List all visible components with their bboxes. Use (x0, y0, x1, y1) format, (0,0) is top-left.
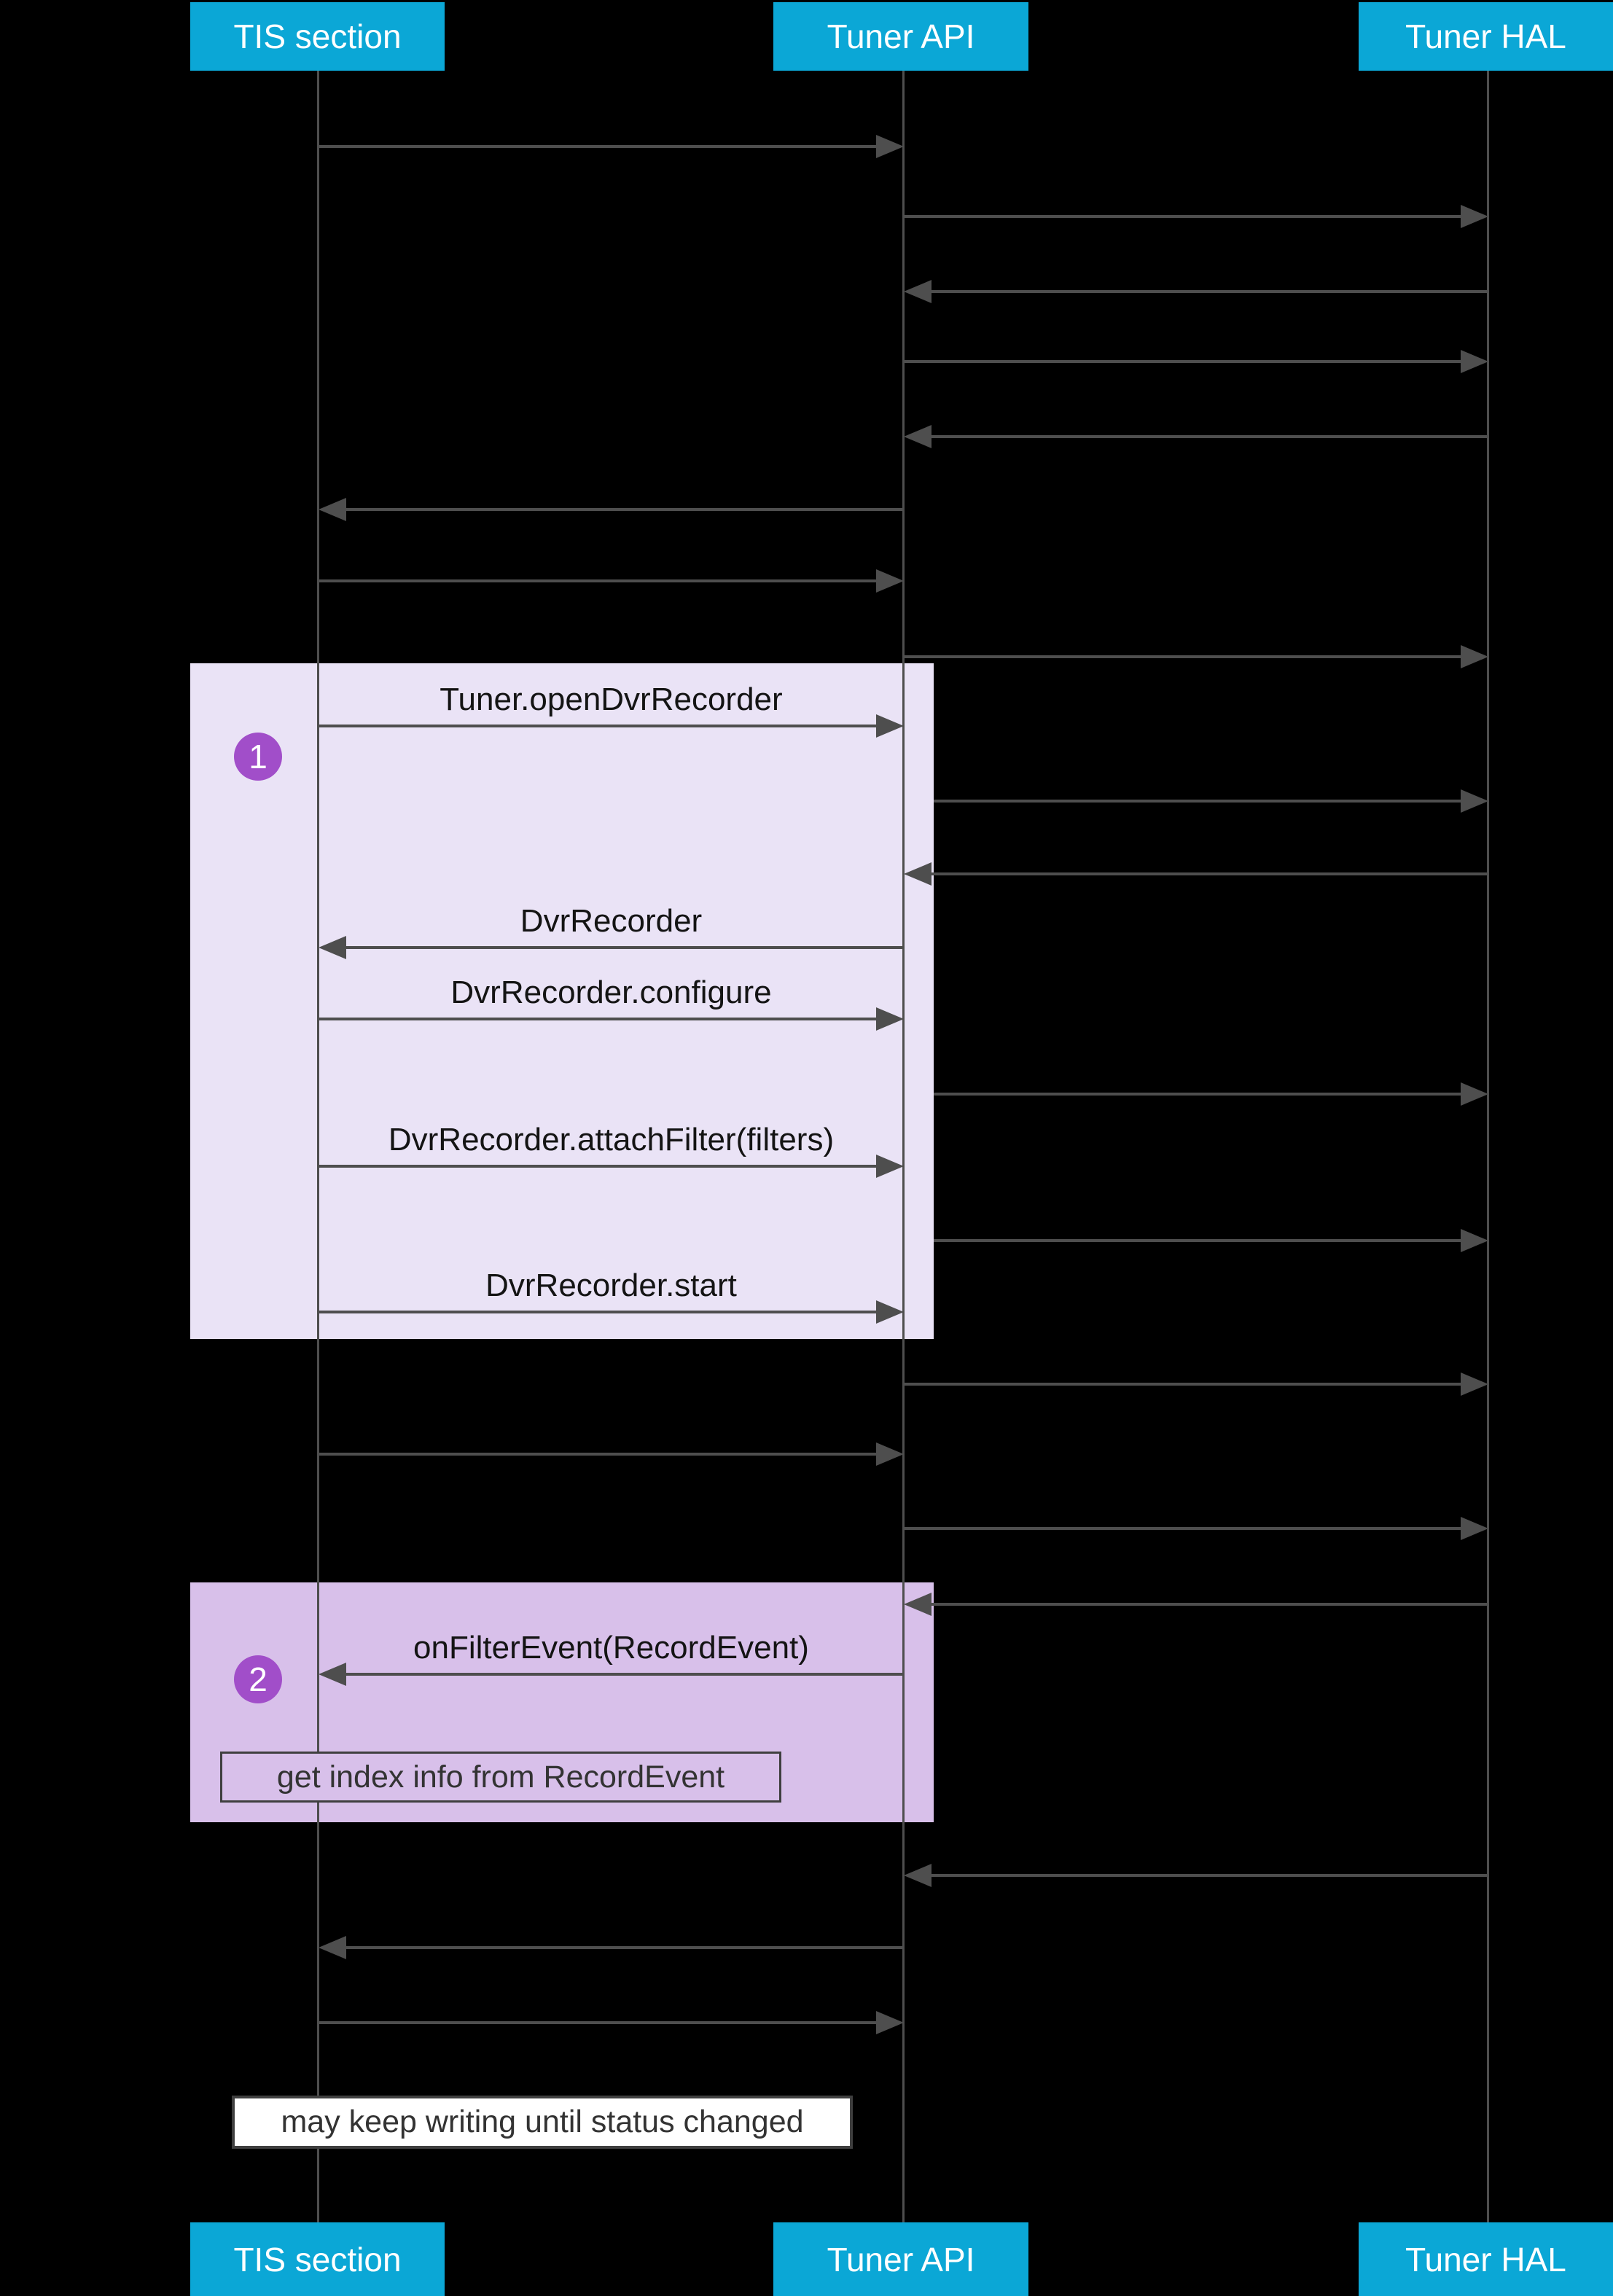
message-arrow-line (911, 1603, 1488, 1606)
message-label: Tuner.openDvrRecorder (440, 682, 783, 717)
message-arrowhead-right (876, 1300, 904, 1324)
message-arrow-line (911, 290, 1488, 293)
message-arrowhead-left (319, 1936, 346, 1959)
message-arrow-line (904, 215, 1481, 218)
message-arrowhead-right (876, 2011, 904, 2034)
message-arrow-line (904, 800, 1481, 803)
message-arrowhead-right (876, 135, 904, 158)
message-label: DvrRecorder.attachFilter(filters) (388, 1122, 835, 1157)
message-arrowhead-left (904, 425, 932, 448)
actor-header-tis-section: TIS section (190, 2, 445, 71)
message-label: DvrRecorder.configure (450, 975, 772, 1010)
lifeline-tuner-hal (1487, 71, 1489, 2222)
message-arrow-line (904, 1383, 1481, 1386)
message-arrowhead-left (904, 1593, 932, 1616)
message-arrow-line (904, 1093, 1481, 1096)
message-arrowhead-right (1461, 350, 1488, 373)
message-label: DvrRecorder.start (485, 1268, 737, 1303)
message-arrow-line (904, 1239, 1481, 1242)
lifeline-tis-section (317, 71, 319, 2222)
actor-header-tuner-api: Tuner API (773, 2, 1028, 71)
step-region-1 (190, 663, 934, 1339)
message-arrow-line (904, 655, 1481, 658)
note-get-index-info: get index info from RecordEvent (220, 1752, 781, 1803)
message-arrowhead-right (876, 714, 904, 738)
actor-footer-tuner-api: Tuner API (773, 2222, 1028, 2296)
message-arrowhead-right (876, 569, 904, 593)
message-arrowhead-right (876, 1155, 904, 1178)
message-arrowhead-left (904, 1864, 932, 1887)
note-may-keep-writing: may keep writing until status changed (232, 2096, 853, 2149)
message-arrowhead-right (1461, 1082, 1488, 1106)
message-arrow-line (911, 872, 1488, 875)
actor-footer-tuner-hal: Tuner HAL (1359, 2222, 1613, 2296)
message-arrowhead-right (876, 1007, 904, 1031)
message-arrowhead-left (319, 498, 346, 521)
message-label: DvrRecorder (520, 903, 703, 939)
message-arrowhead-right (1461, 645, 1488, 668)
message-arrow-line (904, 1527, 1481, 1530)
message-arrowhead-left (319, 936, 346, 959)
message-arrow-line (319, 145, 897, 148)
message-arrowhead-left (904, 280, 932, 303)
message-arrow-line (319, 579, 897, 582)
message-arrow-line (319, 2021, 897, 2024)
message-arrow-line (326, 508, 904, 511)
message-arrow-line (319, 1165, 897, 1168)
message-arrowhead-left (319, 1663, 346, 1686)
message-arrow-line (319, 1453, 897, 1456)
message-arrowhead-right (1461, 1372, 1488, 1396)
message-arrowhead-right (1461, 205, 1488, 228)
lifeline-tuner-api (902, 71, 905, 2222)
message-arrow-line (319, 1311, 897, 1313)
message-arrow-line (911, 1874, 1488, 1877)
message-label: onFilterEvent(RecordEvent) (413, 1630, 809, 1666)
message-arrow-line (326, 1673, 904, 1676)
message-arrow-line (911, 435, 1488, 438)
actor-footer-tis-section: TIS section (190, 2222, 445, 2296)
message-arrowhead-right (1461, 1517, 1488, 1540)
step-badge-2: 2 (234, 1655, 282, 1703)
message-arrowhead-left (904, 862, 932, 886)
message-arrowhead-right (876, 1442, 904, 1466)
message-arrow-line (319, 1018, 897, 1020)
message-arrow-line (319, 725, 897, 727)
message-arrowhead-right (1461, 789, 1488, 813)
message-arrow-line (904, 360, 1481, 363)
actor-header-tuner-hal: Tuner HAL (1359, 2, 1613, 71)
message-arrow-line (326, 1946, 904, 1949)
message-arrow-line (326, 946, 904, 949)
step-badge-1: 1 (234, 733, 282, 781)
message-arrowhead-right (1461, 1229, 1488, 1252)
